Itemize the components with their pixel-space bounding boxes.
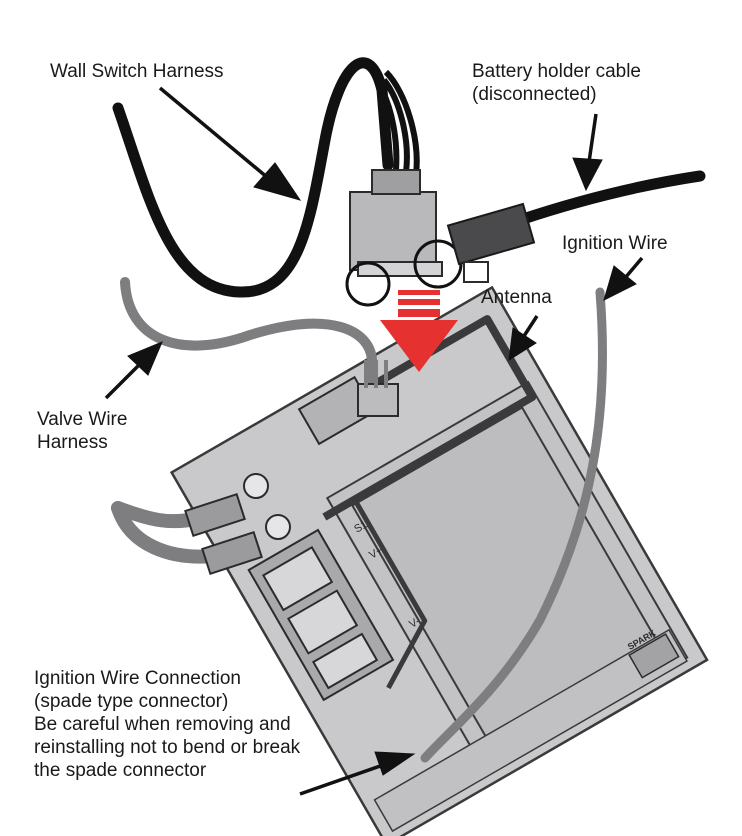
pointer-ignition-head — [603, 265, 637, 301]
label-battery-holder-cable: Battery holder cable (disconnected) — [472, 60, 641, 106]
pointer-ignition-line — [623, 256, 644, 280]
valve-wire-harness — [120, 277, 377, 397]
wall-switch-harness-strand-3 — [381, 78, 410, 173]
label-connection-line-1: Ignition Wire Connection — [34, 668, 241, 689]
insertion-arrow-head — [380, 320, 458, 372]
label-connection-line-3: Be careful when removing and — [34, 714, 291, 735]
insertion-arrow-stripe-3 — [398, 309, 440, 317]
terminal-block-1 — [261, 546, 334, 612]
latch-highlight-left — [345, 261, 391, 307]
insertion-arrow — [380, 290, 458, 372]
antenna-lead — [352, 498, 428, 690]
module-lip — [373, 628, 688, 833]
pointer-battery-line — [587, 113, 598, 163]
label-antenna-text: Antenna — [481, 287, 552, 308]
label-valve-line-2: Harness — [37, 432, 108, 453]
label-battery-line-1: Battery holder cable — [472, 61, 641, 82]
terminal-wire-lower — [111, 501, 222, 564]
label-ignition-wire-text: Ignition Wire — [562, 233, 668, 254]
label-ignition-wire: Ignition Wire — [562, 232, 668, 255]
terminal-lug-2 — [201, 531, 263, 575]
terminal-lug-1 — [184, 493, 246, 537]
pointer-valve-head — [127, 341, 163, 376]
pointer-battery-head — [572, 157, 603, 192]
pointer-antenna-line — [522, 315, 539, 337]
terminal-block-2 — [286, 589, 359, 655]
label-valve-wire-harness: Valve Wire Harness — [37, 408, 127, 454]
label-valve-line-1: Valve Wire — [37, 409, 128, 430]
terminal-screw-2 — [265, 514, 291, 540]
pointer-wall-switch-head — [253, 162, 302, 201]
wall-switch-harness — [112, 57, 394, 298]
control-module: S1 V+ V- SPARK — [169, 285, 709, 836]
spade-connector-plate — [628, 633, 680, 679]
insertion-arrow-stripe-2 — [398, 299, 440, 305]
wall-switch-plug-collar — [371, 169, 421, 195]
label-wall-switch-harness: Wall Switch Harness — [50, 60, 224, 83]
battery-holder-plug-tab — [463, 261, 489, 283]
pointer-arrows — [104, 86, 644, 796]
board-mark-s1: S1 — [352, 519, 370, 536]
ignition-wire — [420, 287, 607, 763]
pointer-wall-switch-line — [158, 86, 270, 180]
board-mark-vplus: V+ — [367, 544, 385, 561]
label-ignition-wire-connection: Ignition Wire Connection (spade type con… — [34, 667, 300, 782]
label-battery-line-2: (disconnected) — [472, 84, 597, 105]
wall-switch-harness-strand-4 — [383, 69, 420, 175]
label-connection-line-2: (spade type connector) — [34, 691, 229, 712]
label-wall-switch-harness-text: Wall Switch Harness — [50, 61, 224, 82]
wall-switch-plug — [349, 191, 437, 271]
battery-holder-plug — [446, 202, 536, 266]
insertion-arrow-stripe-1 — [398, 290, 440, 295]
battery-holder-cable — [514, 170, 706, 226]
valve-harness-plug — [357, 383, 399, 417]
terminal-screw-1 — [243, 473, 269, 499]
pointer-connection-line — [299, 762, 387, 796]
terminal-block-3 — [311, 632, 379, 690]
label-connection-line-5: the spade connector — [34, 760, 207, 781]
pointer-antenna-head — [508, 327, 537, 361]
pointer-connection-head — [374, 751, 416, 776]
wall-switch-harness-strand-2 — [379, 88, 400, 171]
label-connection-line-4: reinstalling not to bend or break — [34, 737, 301, 758]
label-antenna: Antenna — [481, 286, 552, 309]
pointer-valve-line — [104, 364, 140, 400]
